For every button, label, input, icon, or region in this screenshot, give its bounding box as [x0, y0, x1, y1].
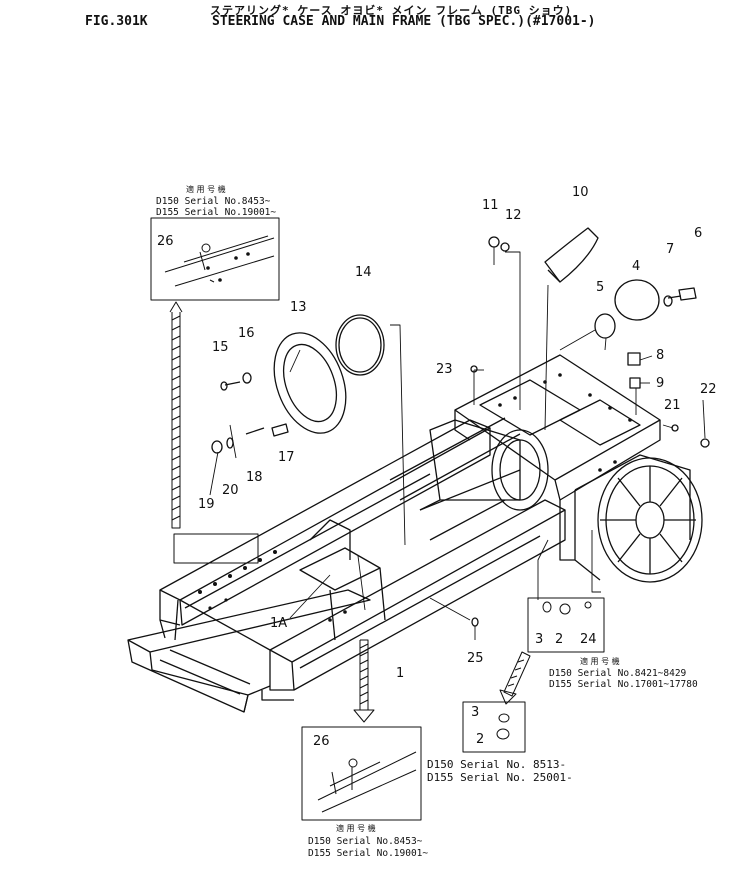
part-label-26-top: 26 [157, 234, 174, 249]
inset-box-low-right [462, 701, 526, 753]
part-label-23: 23 [436, 362, 453, 377]
figure-number: FIG.301K [85, 14, 148, 29]
part-label-10: 10 [572, 185, 589, 200]
part-label-7: 7 [666, 242, 674, 257]
part-washer-16 [242, 372, 252, 384]
serial-line: D155 Serial No.19001~ [308, 848, 428, 859]
part-label-1a: 1A [270, 616, 287, 631]
part-ring-13 [273, 332, 347, 434]
part-label-26-bottom: 26 [313, 734, 330, 749]
part-label-17: 17 [278, 450, 295, 465]
front-bumper [127, 589, 371, 713]
part-label-8: 8 [656, 348, 664, 363]
part-nut-19 [211, 440, 223, 454]
part-label-12: 12 [505, 208, 522, 223]
inset-box-top-left [150, 217, 280, 301]
part-stud-18 [245, 427, 265, 435]
serial-caption-low-right: D150 Serial No. 8513- D155 Serial No. 25… [427, 758, 573, 784]
part-label-11: 11 [482, 198, 499, 213]
leader-lines [209, 247, 706, 640]
part-washer-12 [500, 242, 510, 252]
serial-line: D150 Serial No. 8513- [427, 758, 566, 771]
frame-bolt-dots [198, 252, 632, 622]
part-plug-9 [629, 377, 641, 389]
hatched-arrow-top-left [169, 301, 183, 529]
right-side-rail [261, 499, 566, 701]
header-kana-title: ステアリング* ケース オヨビ* メイン フレーム (TBG ショウ) [210, 4, 573, 17]
applicable-caption: 適 用 号 機 [186, 184, 226, 194]
serial-line: D150 Serial No.8421~8429 [549, 668, 687, 679]
part-plate-4 [614, 279, 660, 321]
left-side-rail [159, 419, 491, 641]
serial-line: D155 Serial No.19001~ [156, 207, 276, 218]
part-washer-7 [663, 295, 673, 307]
part-label-24: 24 [580, 632, 597, 647]
part-label-14: 14 [355, 265, 372, 280]
part-bolt-6 [667, 287, 697, 301]
part-label-13: 13 [290, 300, 307, 315]
page-title: STEERING CASE AND MAIN FRAME (TBG SPEC.)… [212, 14, 596, 29]
part-cover-10 [544, 227, 599, 283]
serial-caption-bottom: 適 用 号 機 D150 Serial No.8453~ D155 Serial… [308, 823, 428, 859]
part-label-3b: 3 [471, 705, 479, 720]
part-label-16: 16 [238, 326, 255, 341]
part-bolt-15 [220, 381, 241, 391]
part-label-6: 6 [694, 226, 702, 241]
part-label-1: 1 [396, 666, 404, 681]
part-label-21: 21 [664, 398, 681, 413]
part-label-22: 22 [700, 382, 717, 397]
frame-outline-left [173, 533, 259, 564]
part-label-3: 3 [535, 632, 543, 647]
part-label-4: 4 [632, 259, 640, 274]
steering-case-bore [419, 419, 549, 511]
applicable-caption: 適 用 号 機 [580, 656, 620, 666]
part-pin-17 [271, 423, 289, 437]
serial-line: D150 Serial No.8453~ [308, 836, 423, 847]
part-oring-14 [335, 314, 385, 376]
serial-caption-top-left: 適 用 号 機 D150 Serial No.8453~ D155 Serial… [156, 184, 276, 218]
part-label-18: 18 [246, 470, 263, 485]
steering-case-top [454, 354, 661, 501]
serial-line: D150 Serial No.8453~ [156, 196, 271, 207]
part-label-25: 25 [467, 651, 484, 666]
part-oring-5 [594, 313, 616, 339]
applicable-caption: 適 用 号 機 [336, 823, 376, 833]
part-plug-8 [627, 352, 641, 366]
part-label-9: 9 [656, 376, 664, 391]
hatched-arrow-right [499, 651, 531, 705]
part-label-19: 19 [198, 497, 215, 512]
part-label-2b: 2 [476, 732, 484, 747]
serial-line: D155 Serial No. 25001- [427, 771, 573, 784]
part-label-15: 15 [212, 340, 229, 355]
final-drive-housing [559, 454, 703, 583]
inset-box-mid-right [527, 597, 605, 653]
part-nut-11 [488, 236, 500, 248]
cross-members [179, 417, 521, 651]
part-label-2: 2 [555, 632, 563, 647]
part-oring-22 [700, 438, 710, 448]
part-plug-25 [471, 617, 479, 627]
part-washer-20 [226, 437, 234, 449]
part-labels: 1 1A 2 2 3 3 4 5 6 7 8 9 10 11 12 13 14 … [157, 185, 717, 749]
hatched-arrow-bottom [353, 639, 375, 723]
serial-line: D155 Serial No.17001~17780 [549, 679, 698, 690]
inset-box-bottom [301, 726, 422, 821]
part-label-5: 5 [596, 280, 604, 295]
serial-caption-mid-right: 適 用 号 機 D150 Serial No.8421~8429 D155 Se… [549, 656, 698, 690]
part-label-20: 20 [222, 483, 239, 498]
